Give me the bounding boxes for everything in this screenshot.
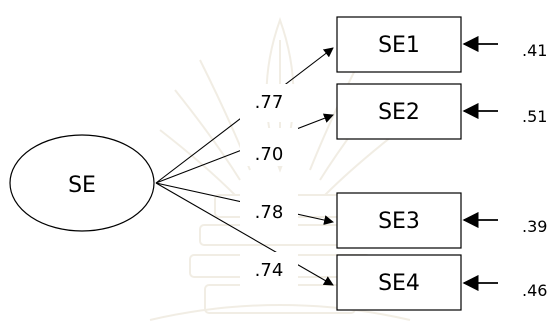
indicator-label-se2: SE2 (378, 100, 420, 125)
loading-se4: .74 (255, 260, 284, 281)
error-se2: .51 (522, 107, 547, 126)
path-se-se4 (155, 182, 334, 286)
error-se1: .41 (522, 41, 547, 60)
latent-ellipse (9, 134, 155, 232)
loading-box-1 (240, 84, 298, 122)
loading-box-2 (240, 128, 298, 166)
loading-box-4 (240, 252, 298, 290)
loading-se2: .70 (255, 144, 284, 165)
indicator-label-se3: SE3 (378, 209, 420, 234)
error-se4: .46 (522, 281, 547, 300)
latent-label: SE (68, 173, 96, 198)
indicator-box-se1 (336, 16, 462, 73)
error-se3: .39 (522, 217, 547, 236)
loading-se3: .78 (255, 202, 284, 223)
indicator-label-se1: SE1 (378, 33, 420, 58)
indicator-label-se4: SE4 (378, 271, 420, 296)
indicator-box-se4 (336, 254, 462, 311)
loading-se1: .77 (255, 92, 284, 113)
indicator-box-se2 (336, 83, 462, 140)
indicator-box-se3 (336, 192, 462, 249)
loading-box-3 (240, 192, 298, 230)
